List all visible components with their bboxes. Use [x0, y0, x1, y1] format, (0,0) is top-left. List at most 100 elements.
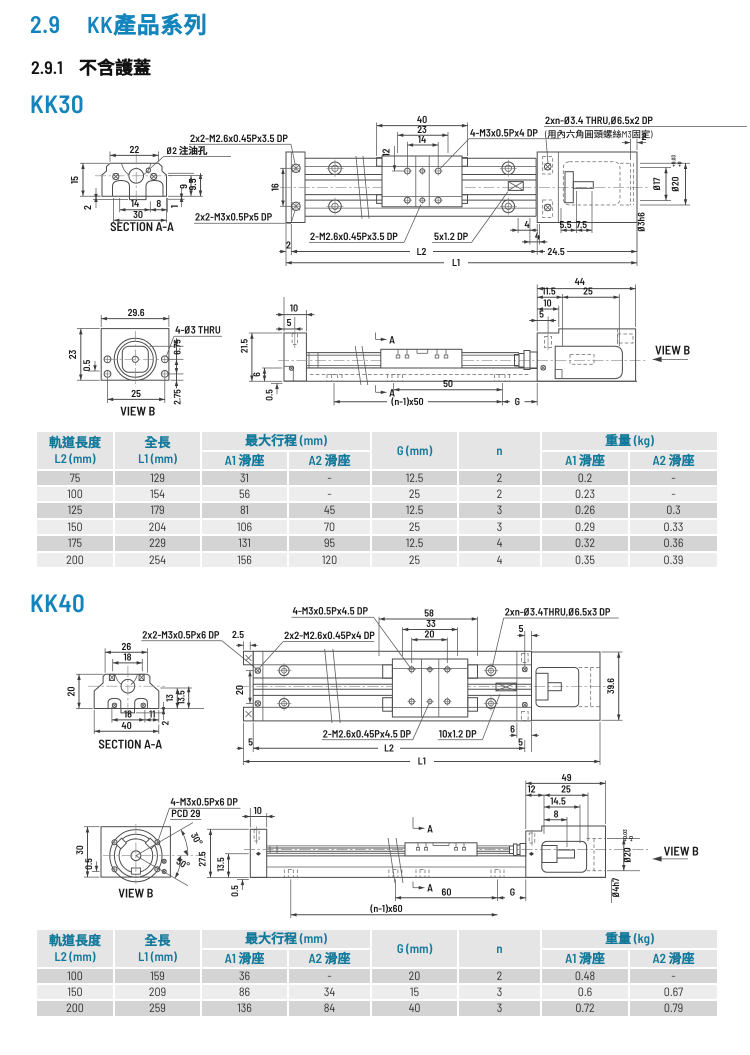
dim-label: +0.03 [622, 829, 629, 841]
dim-label: Ø2 注油孔 [167, 144, 208, 156]
dim-label: 1 [168, 205, 180, 208]
dim-label: 60 [442, 885, 452, 897]
dim-label: 40 [417, 113, 427, 125]
dim-label: A [427, 882, 433, 895]
table-cell: - [630, 486, 717, 502]
table-cell: 0.36 [630, 536, 717, 551]
view-direction-label: VIEW B [664, 842, 699, 858]
dim-label: 8 [156, 197, 161, 209]
col-header-a2-slider: A2 滑座 [630, 449, 717, 469]
dim-label: 10x1.2 DP [439, 727, 477, 740]
table-cell: 40 [372, 1001, 457, 1016]
col-subheader: A1 滑座 [224, 449, 265, 469]
dim-label: 5 [248, 735, 253, 747]
dim-label: 49 [561, 771, 571, 783]
dim-label: 2-M2.6x0.45Px3.5 DP [310, 230, 398, 243]
dim-label: Ø4h7 [609, 877, 621, 897]
col-subheader: A1 滑座 [565, 947, 605, 967]
col-header-line2: L1 (mm) [138, 948, 177, 964]
dim-label: 2.5 [232, 628, 244, 640]
dim-label: L2 [384, 742, 394, 754]
dim-label: 50 [443, 377, 453, 389]
table-cell: 45 [289, 503, 370, 518]
dim-label: 14 [418, 133, 426, 145]
dim-label: 27.5 [196, 851, 208, 867]
col-header-line1: 全長 [144, 431, 171, 451]
dim-label: 20 [233, 685, 245, 695]
dim-label: 23 [66, 349, 78, 359]
dim-label: Ø3h6 [635, 212, 647, 232]
col-header-a1-slider: A1 滑座 [202, 949, 287, 967]
dim-label: 8 [554, 807, 559, 819]
table-cell: 150 [37, 519, 113, 535]
col-header-a1-slider: A1 滑座 [542, 947, 628, 967]
table-cell: - [289, 470, 370, 485]
table-cell: 20 [372, 968, 457, 983]
col-header-a2-slider: A2 滑座 [630, 947, 717, 967]
dim-label: 5 [539, 307, 544, 319]
table-cell: 254 [115, 552, 200, 568]
dim-label: 12 [527, 783, 535, 795]
col-header-group: 最大行程 (mm) [245, 430, 327, 450]
dim-label: 29.6 [128, 306, 145, 318]
col-header-line1: n [496, 441, 503, 458]
dim-label: G [510, 885, 515, 897]
dim-label: 10 [543, 296, 551, 308]
dim-label: 2xn-Ø3.4THRU,Ø6.5x3 DP [505, 606, 611, 619]
dim-label: +0 [676, 161, 683, 167]
dim-label: 14 [131, 197, 139, 209]
table-cell: 200 [37, 1001, 113, 1016]
model-heading-kk40: KK40 [30, 587, 86, 617]
table-cell: 0.2 [542, 470, 628, 485]
table-cell: 56 [202, 486, 287, 502]
dim-label: 30 [73, 845, 85, 855]
dim-label: 2xn-Ø3.4 THRU,Ø6.5x2 DP [545, 114, 653, 127]
dim-label: Ø17 [650, 177, 662, 191]
dim-label: 20 [64, 687, 76, 697]
col-header-line2: L2 (mm) [54, 450, 96, 466]
col-subheader: A2 滑座 [652, 947, 695, 967]
dim-label: 0.5 [228, 885, 240, 897]
subsection-title: 不含護蓋 [79, 56, 151, 78]
dim-label: 4-Ø3 THRU [175, 324, 221, 337]
view-direction-label: VIEW B [655, 341, 690, 357]
col-header-line2: L1 (mm) [138, 450, 177, 466]
dim-label: +0.03 [670, 155, 677, 167]
dim-label: 14.5 [550, 795, 566, 807]
dim-label: 4-M3x0.5Px6 DP [170, 796, 238, 809]
col-header-weight: 重量 (kg) [542, 431, 717, 450]
table-cell: - [289, 968, 370, 983]
table-cell: 0.6 [542, 984, 628, 1000]
col-subheader: A2 滑座 [652, 449, 695, 469]
dim-label: 9.5 [186, 178, 198, 190]
table-cell: 229 [115, 536, 200, 551]
dim-label: 2x2-M2.6x0.45Px3.5 DP [190, 132, 288, 145]
col-subheader: A1 滑座 [565, 449, 605, 469]
table-cell: 75 [37, 470, 113, 485]
dim-label: Ø20 [669, 176, 681, 191]
table-cell: 175 [37, 536, 113, 551]
dim-label: 9 [177, 184, 189, 189]
col-header-line1: 全長 [144, 929, 171, 949]
dim-label: 30 [133, 208, 143, 220]
dim-label: 4 [524, 218, 529, 230]
table-cell: 131 [202, 536, 287, 551]
dim-label: 10 [254, 804, 262, 816]
dim-label: 25 [583, 285, 593, 297]
dim-label: 25 [561, 783, 571, 795]
table-cell: 159 [115, 968, 200, 983]
dim-label: 2 [81, 205, 93, 210]
